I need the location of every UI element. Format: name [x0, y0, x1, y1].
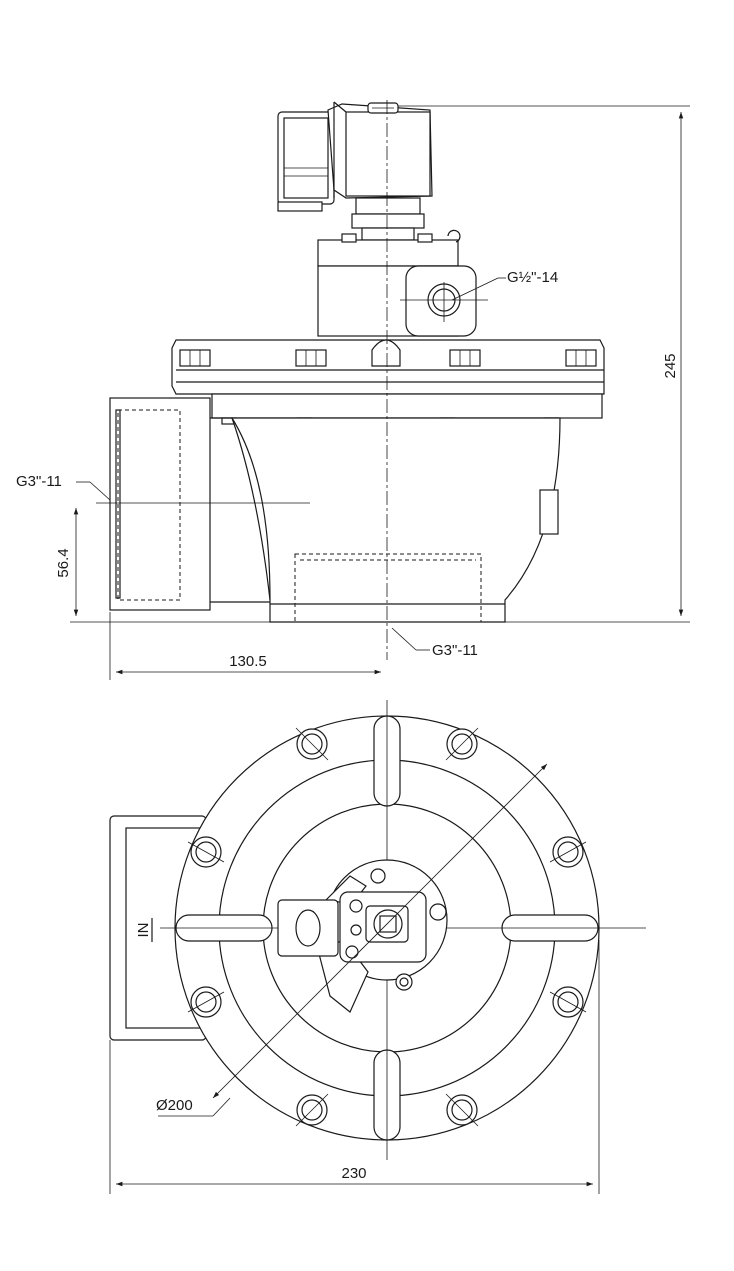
inlet-port-leader: G3"-11 [16, 473, 111, 501]
valve-body [231, 417, 561, 623]
pilot-port-label: G½"-14 [507, 269, 558, 286]
lower-flange [211, 393, 603, 419]
outlet-port-leader: G3"-11 [391, 627, 478, 659]
dimension-130-5: 130.5 [109, 612, 381, 680]
dimension-245: 245 [398, 105, 690, 623]
solenoid-coil [277, 101, 433, 212]
dimension-56-4-label: 56.4 [55, 548, 72, 577]
inlet-marking: IN [135, 923, 152, 938]
dimension-130-5-label: 130.5 [229, 653, 267, 670]
armature-nut [351, 197, 425, 241]
pilot-port-leader: G½"-14 [451, 269, 558, 301]
dimension-230-label: 230 [341, 1165, 366, 1182]
inlet-port-boss [109, 397, 270, 611]
inlet-port-label: G3"-11 [16, 473, 62, 490]
flange-bolts [179, 349, 597, 367]
dimension-230: 230 [109, 940, 600, 1194]
outlet-port-label: G3"-11 [432, 642, 478, 659]
dimension-diameter-200-label: Ø200 [156, 1097, 193, 1114]
plan-view: IN [109, 700, 646, 1194]
outlet-port-thread [294, 553, 482, 623]
main-flange [171, 339, 605, 395]
dimension-diameter-200: Ø200 [156, 763, 548, 1117]
pilot-cover [317, 229, 488, 337]
dimension-56-4: 56.4 [55, 508, 270, 623]
side-elevation-view: 245 56.4 130.5 G½"-14 G3"-11 [16, 100, 690, 680]
dimension-245-label: 245 [662, 353, 679, 378]
